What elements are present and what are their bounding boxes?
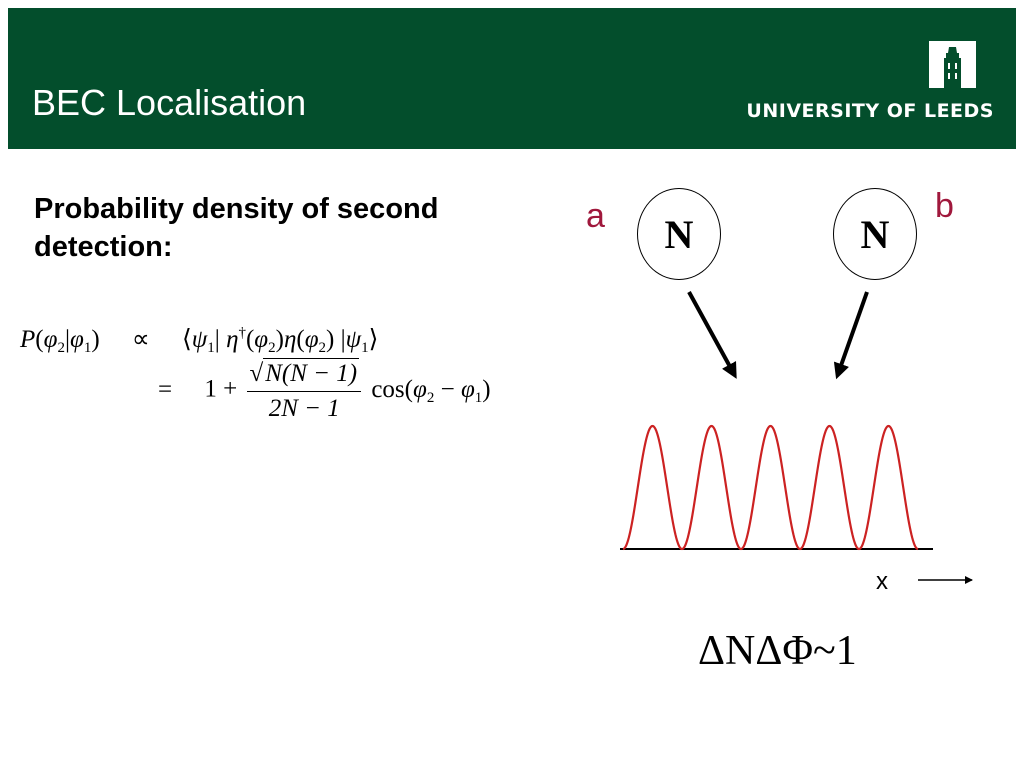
university-logo-icon xyxy=(929,41,976,88)
equation-rhs: ⟨ψ1| η†(φ2)η(φ2) |ψ1⟩ xyxy=(182,325,379,356)
atom-number-label-a: N xyxy=(664,211,694,257)
slide-title: BEC Localisation xyxy=(32,82,307,123)
slide-heading: Probability density of second detection: xyxy=(34,193,439,263)
arrow-right-source xyxy=(833,291,869,380)
source-label-a: a xyxy=(586,197,605,235)
equation-lhs: P(φ2|φ1) xyxy=(20,326,100,356)
fraction-denominator: 2N − 1 xyxy=(268,395,340,422)
equation-term-one: 1 + xyxy=(204,375,238,403)
equation-relation-equals: = xyxy=(158,375,173,403)
x-axis-label: x xyxy=(876,568,888,595)
interference-fringe-curve xyxy=(622,424,919,551)
fraction-numerator: √N(N − 1) xyxy=(247,358,362,392)
equation-cosine-term: cos(φ2 − φ1) xyxy=(371,375,491,406)
source-label-b: b xyxy=(935,187,954,225)
atom-number-label-b: N xyxy=(860,211,890,257)
uncertainty-relation: ΔNΔΦ~1 xyxy=(698,628,857,674)
source-circle-b: N xyxy=(833,188,917,280)
university-wordmark: UNIVERSITY OF LEEDS xyxy=(746,100,994,122)
arrow-left-source xyxy=(687,291,737,379)
equation-relation-proportional: ∝ xyxy=(131,326,150,353)
equation-line-2: = 1 + √N(N − 1) 2N − 1 cos(φ2 − φ1) xyxy=(158,358,491,424)
equation-line-1: P(φ2|φ1) ∝ ⟨ψ1| η†(φ2)η(φ2) |ψ1⟩ xyxy=(20,318,378,363)
equation-fraction: √N(N − 1) 2N − 1 xyxy=(247,358,362,424)
source-circle-a: N xyxy=(637,188,721,280)
title-bar xyxy=(8,8,1016,149)
